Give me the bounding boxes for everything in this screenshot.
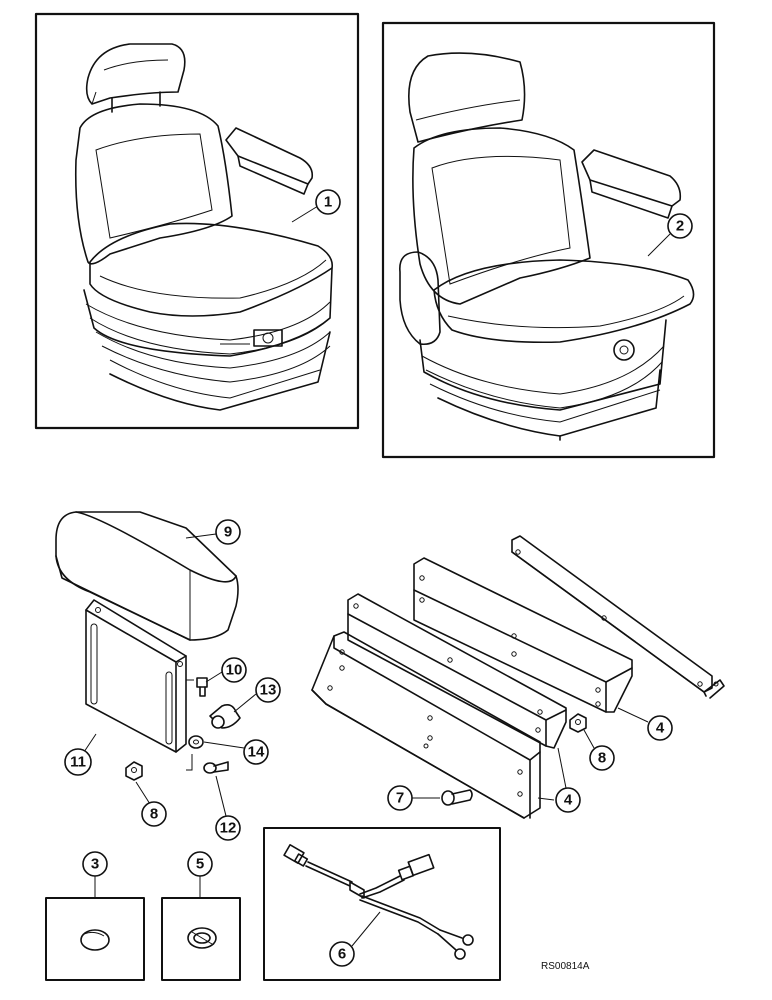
callout-14: 14 <box>248 744 265 761</box>
callout-10: 10 <box>226 662 243 679</box>
seat-1-illustration <box>74 43 334 411</box>
mounting-rails: 4 4 8 7 <box>311 535 725 819</box>
seat-1-panel: 1 <box>34 12 360 430</box>
grommet-5 <box>187 927 217 949</box>
callout-2: 2 <box>676 218 684 235</box>
callout-8-left: 8 <box>150 806 158 823</box>
rail-b <box>347 593 567 749</box>
bolt-7 <box>441 789 473 806</box>
nut-8-left <box>125 761 143 781</box>
callout-4-lower: 4 <box>564 792 573 809</box>
callout-9: 9 <box>224 524 232 541</box>
callout-5: 5 <box>196 856 204 873</box>
armrest-assembly: 9 10 13 14 11 12 8 <box>55 511 281 841</box>
rail-c <box>413 557 633 713</box>
harness-panel: 6 <box>263 827 501 981</box>
seat-2-illustration <box>399 52 695 441</box>
callout-12: 12 <box>220 820 237 837</box>
screw-12 <box>203 761 229 774</box>
callout-3: 3 <box>91 856 99 873</box>
nut-8-right <box>569 713 587 733</box>
armrest-bracket <box>85 599 187 753</box>
seat-2-panel: 2 <box>381 21 716 459</box>
callout-7: 7 <box>396 790 404 807</box>
screw-10 <box>196 677 208 697</box>
plug-3-panel: 3 <box>45 851 145 981</box>
callout-11: 11 <box>70 754 86 771</box>
grommet-5-panel: 5 <box>161 851 241 981</box>
rail-d <box>511 535 725 699</box>
washer-14 <box>188 735 204 749</box>
rail-a <box>311 631 541 819</box>
callout-6: 6 <box>338 946 346 963</box>
armrest-pad <box>55 511 239 641</box>
knob-13 <box>209 704 241 729</box>
callout-13: 13 <box>260 682 277 699</box>
callout-8-right: 8 <box>598 750 606 767</box>
callout-1: 1 <box>324 194 332 211</box>
plug-3 <box>80 929 110 951</box>
drawing-code: RS00814A <box>541 961 590 972</box>
wiring-harness <box>283 844 474 960</box>
callout-4-upper: 4 <box>656 720 665 737</box>
